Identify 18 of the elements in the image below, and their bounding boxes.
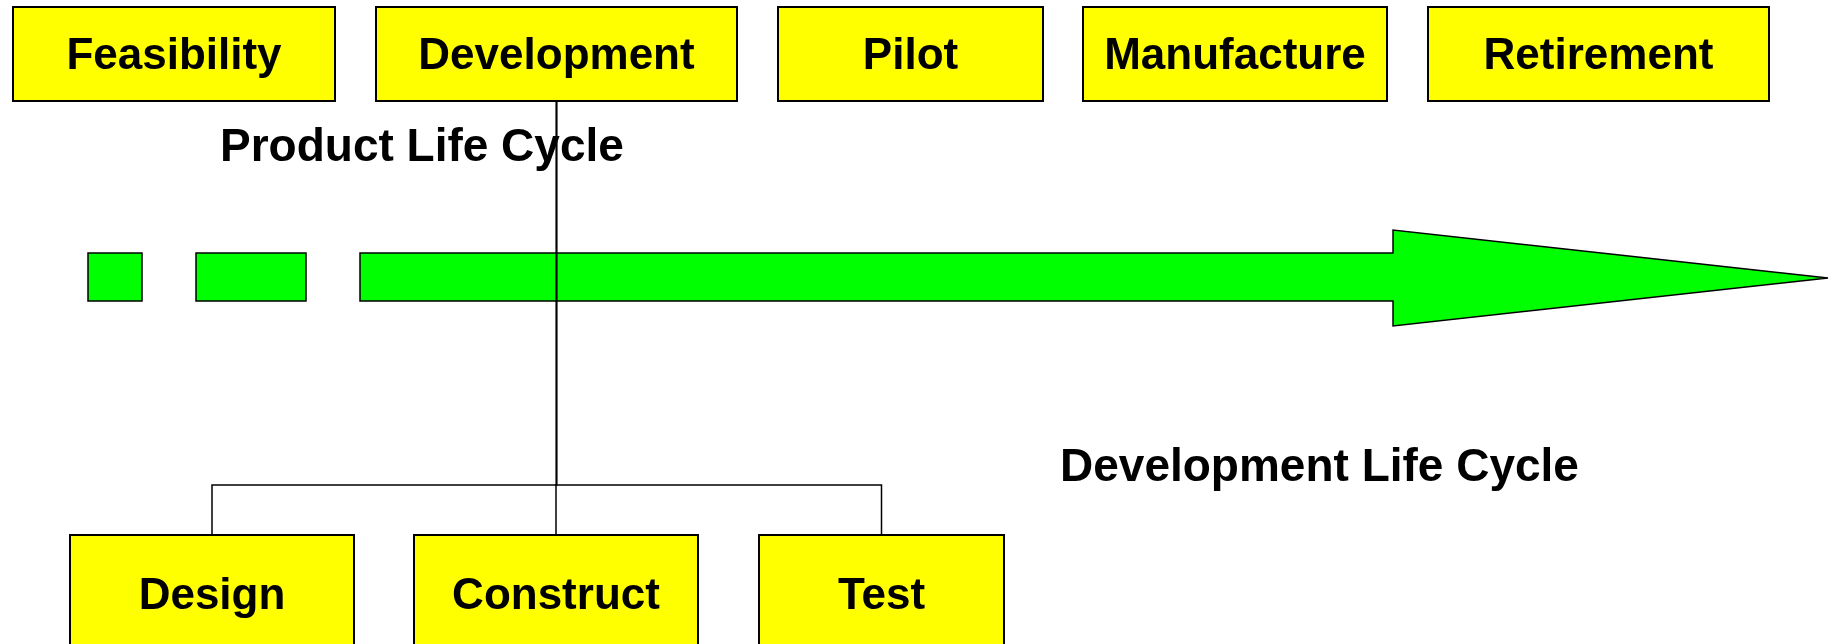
phase-label: Development [418, 29, 695, 79]
phase-box [69, 534, 355, 644]
phase-label: Test [837, 569, 926, 619]
phase-label: Manufacture [1104, 29, 1366, 79]
phase-label: Retirement [1483, 29, 1714, 79]
phase-box [375, 6, 738, 102]
phase-box [413, 534, 699, 644]
phase-label: Pilot [862, 29, 959, 79]
phase-label: Construct [452, 569, 660, 619]
connector-line [555, 101, 883, 535]
phase-box [758, 534, 1005, 644]
phase-box [777, 6, 1044, 102]
phase-box [12, 6, 336, 102]
phase-label: Design [138, 569, 286, 619]
cycle-label: Development Life Cycle [1060, 438, 1579, 492]
phase-label: Feasibility [66, 29, 282, 79]
phase-box [1427, 6, 1770, 102]
phase-box [1082, 6, 1388, 102]
